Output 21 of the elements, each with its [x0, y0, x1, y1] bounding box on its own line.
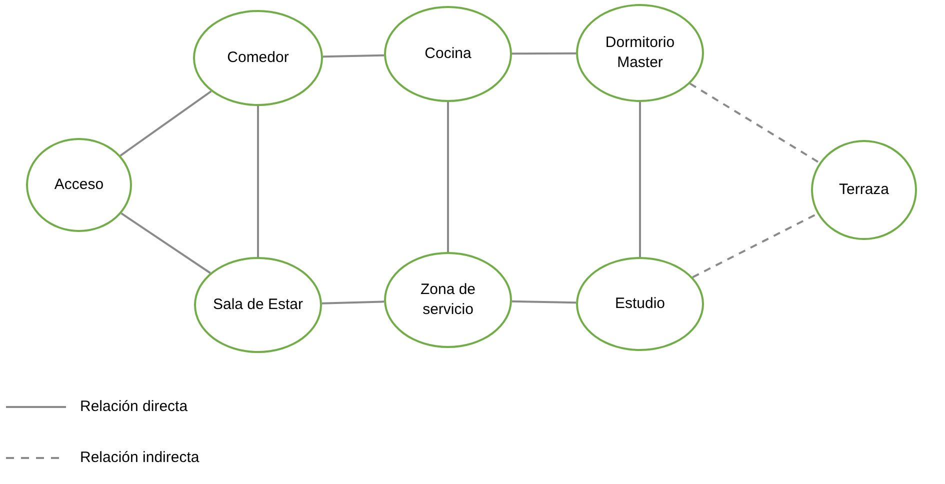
legend-label: Relación indirecta — [80, 448, 200, 468]
connector — [639, 102, 641, 257]
connector — [322, 54, 384, 58]
connector — [120, 90, 212, 156]
legend-label: Relación directa — [80, 397, 188, 417]
dashed-connector — [692, 212, 818, 278]
room-label: Dormitorio Master — [604, 33, 676, 73]
room-label: Zona de servicio — [419, 280, 477, 320]
room-label: Cocina — [424, 44, 472, 64]
connector — [322, 300, 384, 304]
connector — [257, 106, 259, 257]
room-label: Acceso — [54, 175, 104, 195]
room-label: Comedor — [227, 48, 289, 68]
connector — [512, 52, 576, 55]
connector — [120, 212, 211, 274]
connector — [447, 102, 449, 252]
dashed-connector — [689, 82, 820, 164]
room-label: Terraza — [838, 180, 890, 200]
room-label: Sala de Estar — [212, 295, 304, 315]
room-label: Estudio — [614, 294, 666, 314]
connector — [512, 300, 576, 304]
